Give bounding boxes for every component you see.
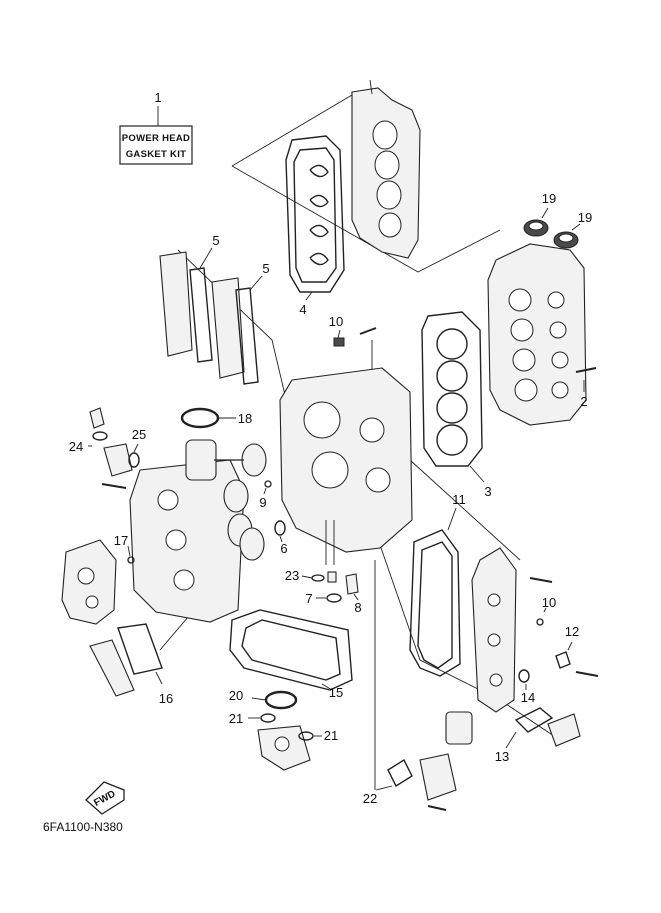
part-23-o-ring: 23 xyxy=(285,568,337,583)
part-3-cylinder-head-gasket: 3 xyxy=(421,311,492,499)
callout-8: 8 xyxy=(354,600,361,615)
callout-13: 13 xyxy=(495,749,509,764)
callout-23: 23 xyxy=(285,568,299,583)
part-1-gasket-kit: POWER HEAD GASKET KIT 1 xyxy=(119,90,193,165)
cylinder-head xyxy=(487,243,587,426)
callout-24: 24 xyxy=(69,439,83,454)
callout-19a: 19 xyxy=(542,191,556,206)
part-19-oil-seal-right: 19 xyxy=(553,210,592,249)
kit-label-line2: GASKET KIT xyxy=(126,149,187,160)
diagram-code: 6FA1100-N380 xyxy=(43,820,123,834)
assembly-lines xyxy=(159,94,561,790)
crankcase xyxy=(129,459,245,623)
intake-covers xyxy=(159,251,245,379)
part-20-seal: 20 xyxy=(229,688,298,710)
callout-21b: 21 xyxy=(324,728,338,743)
callout-5b: 5 xyxy=(262,261,269,276)
callout-15: 15 xyxy=(329,685,343,700)
callout-19b: 19 xyxy=(578,210,592,225)
oil-filter-assembly xyxy=(419,711,473,811)
callout-12: 12 xyxy=(565,624,579,639)
callout-4: 4 xyxy=(299,302,306,317)
callout-5a: 5 xyxy=(212,233,219,248)
callout-10b: 10 xyxy=(542,595,556,610)
part-11-gasket: 11 xyxy=(409,492,466,677)
part-24-o-ring: 24 xyxy=(69,407,108,454)
part-17-o-ring: 17 xyxy=(114,533,135,564)
callout-25: 25 xyxy=(132,427,146,442)
part-8-o-ring: 8 xyxy=(345,573,362,615)
part-10-plug-top: 10 xyxy=(329,314,377,347)
part-18-oil-seal: 18 xyxy=(180,407,252,429)
part-4-exhaust-cover-gasket: 4 xyxy=(285,135,345,317)
callout-2: 2 xyxy=(580,394,587,409)
part-5-gasket-right: 5 xyxy=(235,261,270,385)
callout-1: 1 xyxy=(154,90,161,105)
exhaust-cover xyxy=(351,79,421,259)
part-16-gasket: 16 xyxy=(117,623,173,706)
callout-6: 6 xyxy=(280,541,287,556)
callout-3: 3 xyxy=(484,484,491,499)
cylinder-block xyxy=(279,367,413,565)
lower-housing xyxy=(257,725,311,771)
left-cover xyxy=(61,539,135,697)
part-15-oil-pan-gasket: 15 xyxy=(229,609,353,700)
part-25-o-ring: 25 xyxy=(101,427,146,489)
part-12-gasket: 12 xyxy=(555,624,599,677)
part-14-o-ring: 14 xyxy=(518,669,535,705)
part-21-o-ring-left: 21 xyxy=(229,711,276,726)
callout-11: 11 xyxy=(452,492,466,507)
part-9-o-ring: 9 xyxy=(259,480,272,510)
part-10-o-ring-right: 10 xyxy=(536,595,556,626)
callout-10a: 10 xyxy=(329,314,343,329)
right-side-cover xyxy=(471,547,553,713)
callout-18: 18 xyxy=(238,411,252,426)
callout-7: 7 xyxy=(305,591,312,606)
crankshaft-pistons xyxy=(185,439,267,561)
part-21-o-ring-right: 21 xyxy=(298,728,338,743)
callout-16: 16 xyxy=(159,691,173,706)
callout-22: 22 xyxy=(363,791,377,806)
callout-20: 20 xyxy=(229,688,243,703)
part-13-gasket: 13 xyxy=(495,707,581,764)
part-22-gasket: 22 xyxy=(363,758,413,806)
part-6-o-ring: 6 xyxy=(274,520,288,556)
part-5-gasket-left: 5 xyxy=(189,233,220,363)
part-19-oil-seal-left: 19 xyxy=(523,191,556,237)
callout-14: 14 xyxy=(521,690,535,705)
fwd-arrow-badge: FWD xyxy=(85,781,125,815)
callout-17: 17 xyxy=(114,533,128,548)
callout-9: 9 xyxy=(259,495,266,510)
kit-label-line1: POWER HEAD xyxy=(122,133,190,144)
callout-21a: 21 xyxy=(229,711,243,726)
part-2-bolt: 2 xyxy=(575,367,597,409)
part-7-o-ring: 7 xyxy=(305,591,342,606)
